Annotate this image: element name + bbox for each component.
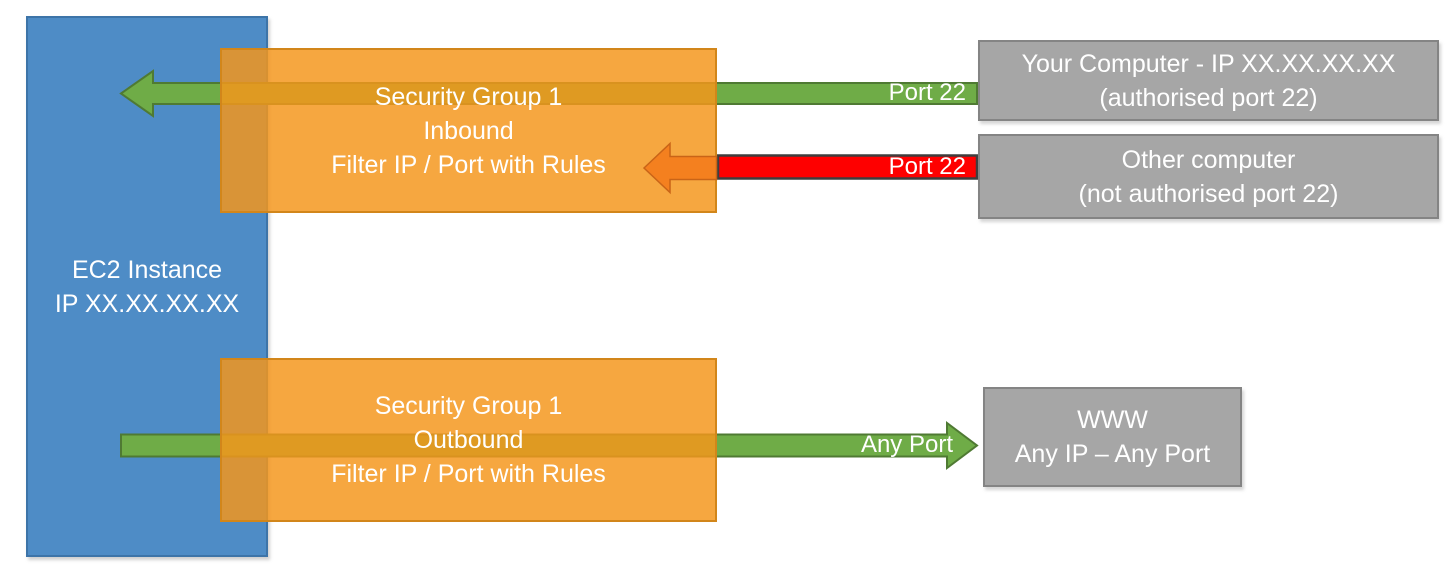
security-group-outbound-box: Security Group 1 Outbound Filter IP / Po… (220, 358, 717, 522)
your-computer-auth: (authorised port 22) (1099, 83, 1318, 112)
security-group-inbound-box: Security Group 1 Inbound Filter IP / Por… (220, 48, 717, 213)
sg-outbound-title: Security Group 1 (374, 392, 563, 420)
www-box: WWW Any IP – Any Port (983, 387, 1242, 487)
other-computer-box: Other computer (not authorised port 22) (978, 134, 1439, 219)
other-computer-auth: (not authorised port 22) (1078, 179, 1339, 208)
your-computer-box: Your Computer - IP XX.XX.XX.XX (authoris… (978, 40, 1439, 121)
ec2-instance-ip: IP XX.XX.XX.XX (54, 289, 240, 318)
www-detail: Any IP – Any Port (1014, 440, 1211, 468)
sg-inbound-title: Security Group 1 (374, 82, 563, 111)
www-label: WWW (1077, 406, 1148, 434)
sg-outbound-direction: Outbound (413, 426, 524, 454)
sg-inbound-direction: Inbound (423, 116, 514, 145)
your-computer-label: Your Computer - IP XX.XX.XX.XX (1021, 49, 1396, 78)
ec2-instance-label: EC2 Instance (71, 255, 223, 284)
outbound-port-label: Any Port (860, 431, 953, 458)
other-computer-label: Other computer (1121, 145, 1296, 174)
sg-inbound-description: Filter IP / Port with Rules (331, 150, 606, 179)
inbound-blocked-port-label: Port 22 (888, 153, 966, 180)
sg-outbound-description: Filter IP / Port with Rules (331, 460, 606, 488)
inbound-allowed-port-label: Port 22 (888, 79, 966, 106)
